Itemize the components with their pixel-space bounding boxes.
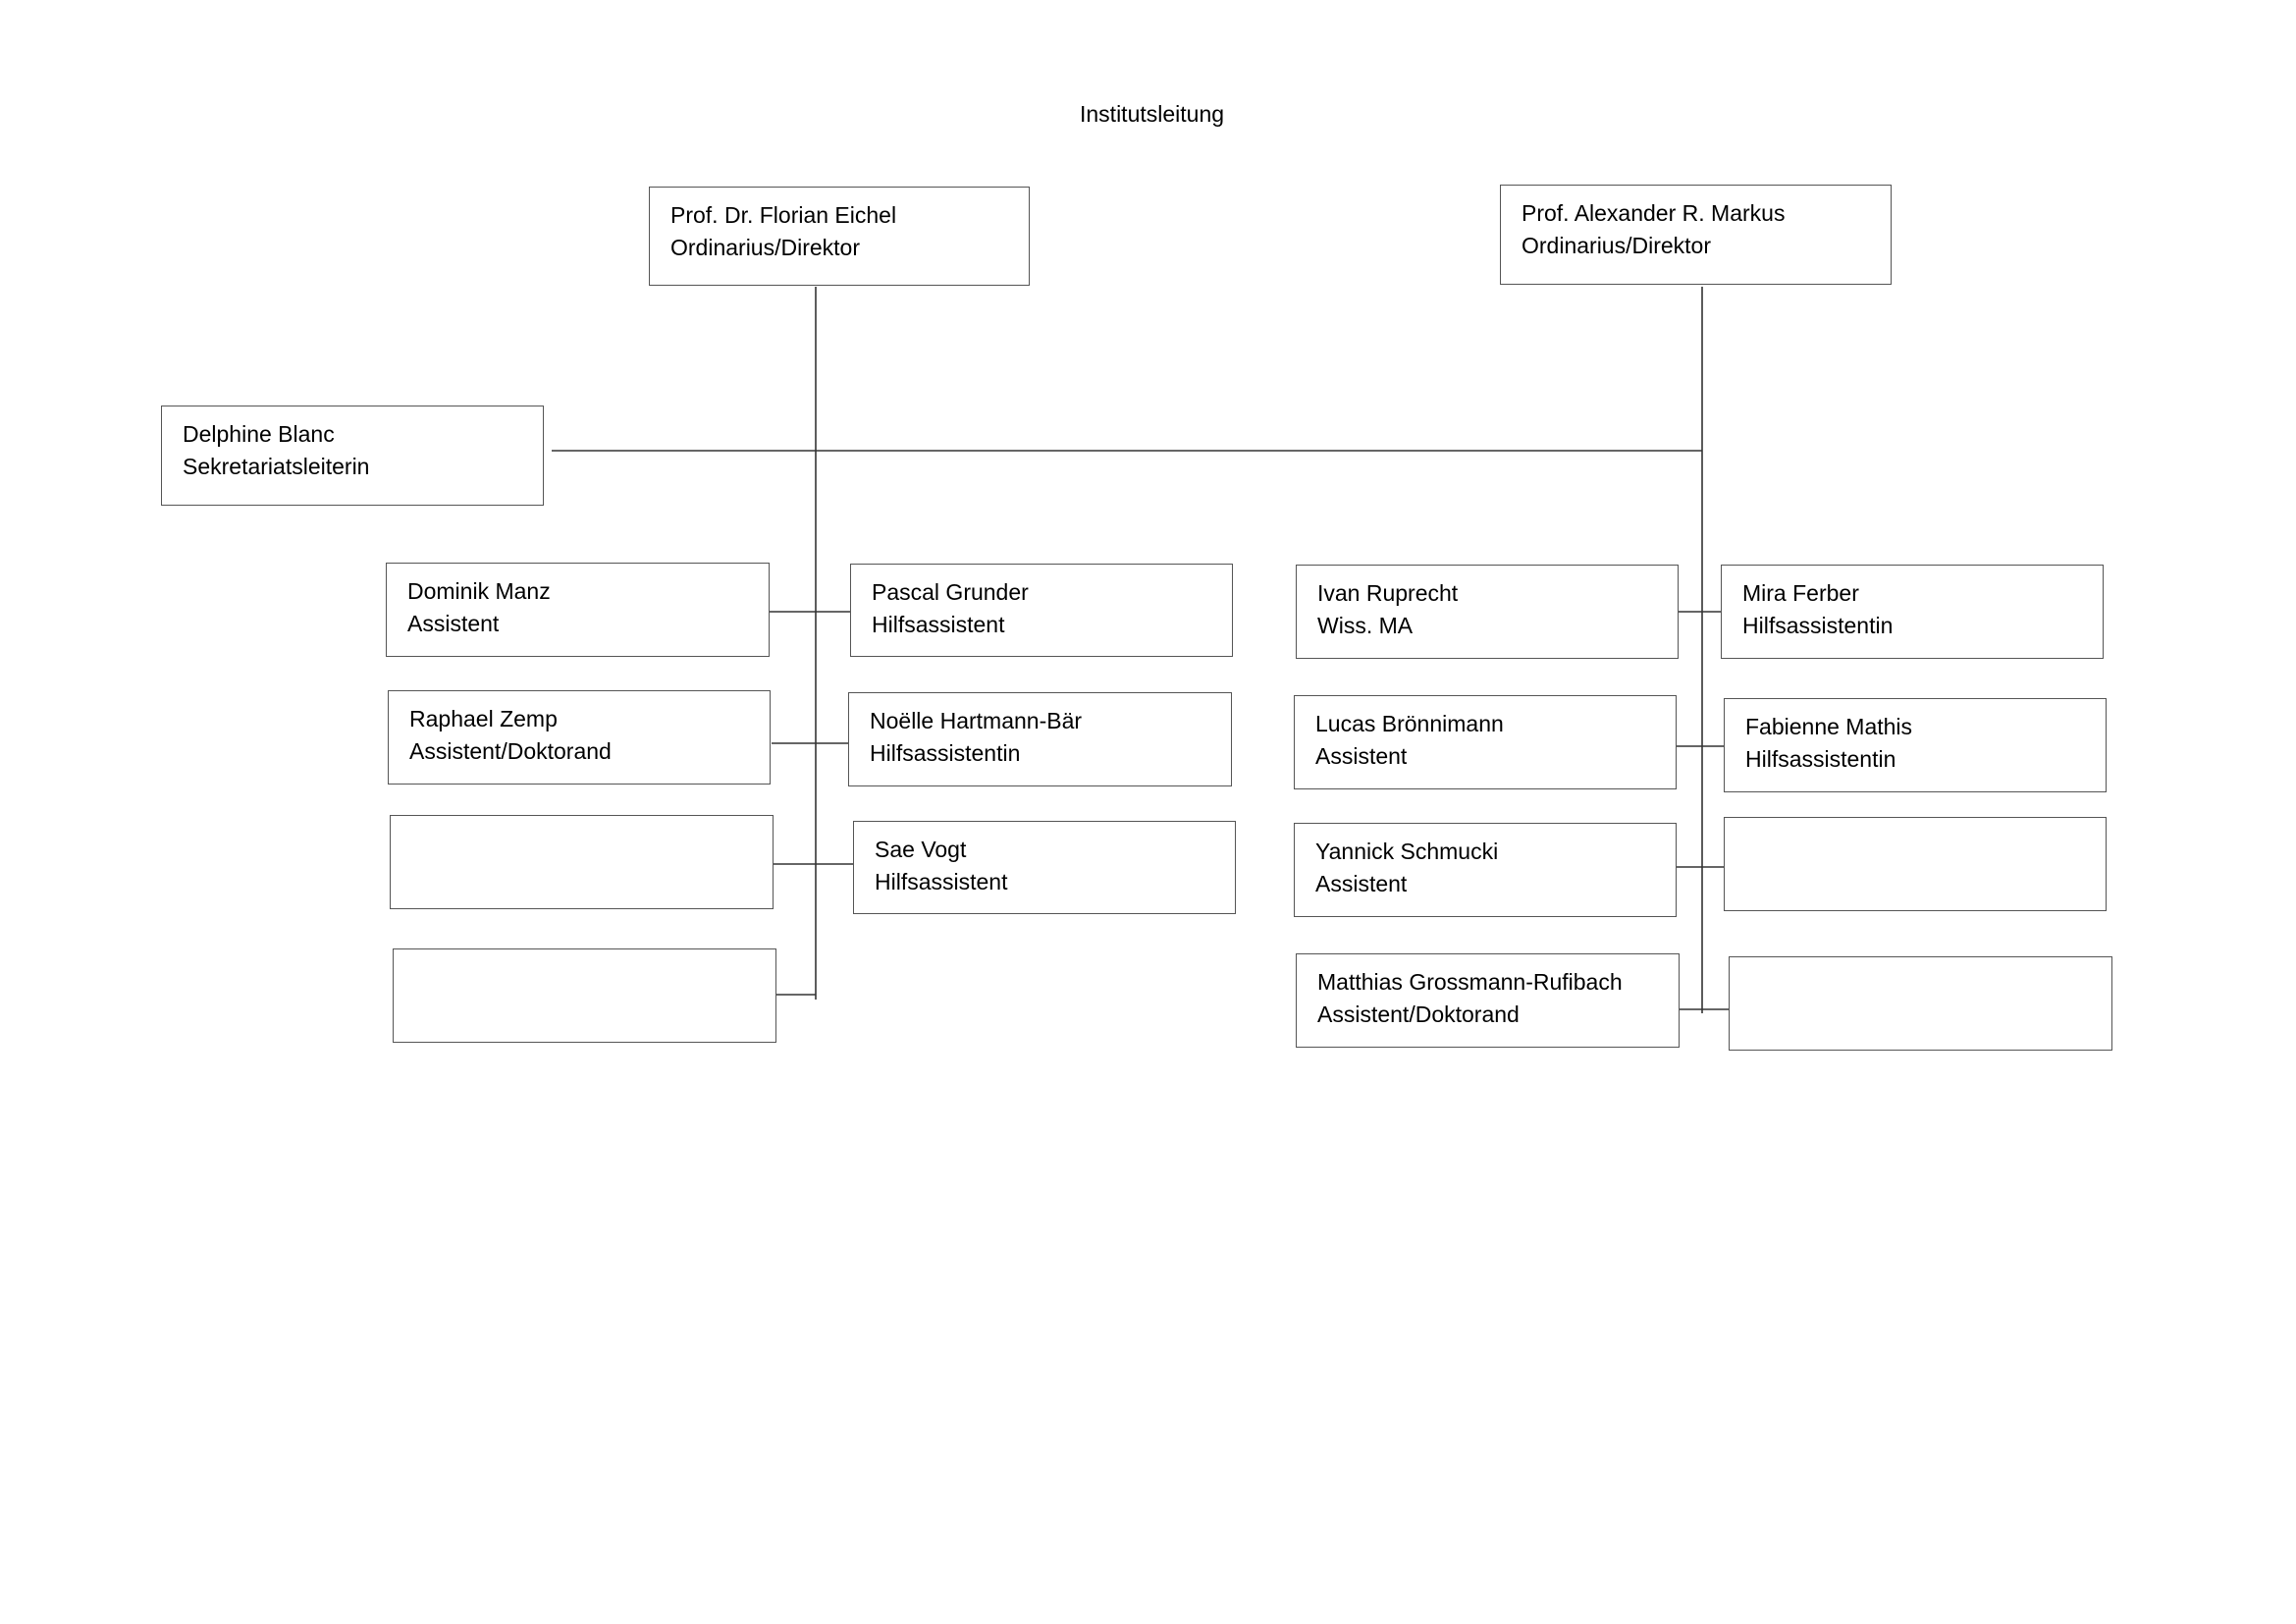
person-name: Dominik Manz (407, 578, 551, 604)
right-helper-box[interactable]: Fabienne Mathis Hilfsassistentin (1724, 698, 2107, 792)
left-assistant-box[interactable]: Dominik Manz Assistent (386, 563, 770, 657)
person-role: Assistent (1315, 743, 1408, 769)
right-assistant-box[interactable]: Lucas Brönnimann Assistent (1294, 695, 1677, 789)
person-name: Prof. Dr. Florian Eichel (670, 202, 897, 228)
person-role: Hilfsassistentin (1742, 613, 1894, 638)
right-assistant-box[interactable]: Ivan Ruprecht Wiss. MA (1296, 565, 1679, 659)
person-name: Yannick Schmucki (1315, 839, 1499, 864)
person-name: Fabienne Mathis (1745, 714, 1913, 739)
person-role: Hilfsassistentin (870, 740, 1021, 766)
person-name: Mira Ferber (1742, 580, 1859, 606)
right-helper-box[interactable]: Mira Ferber Hilfsassistentin (1721, 565, 2104, 659)
person-role: Ordinarius/Direktor (1522, 233, 1711, 258)
person-role: Assistent (407, 611, 500, 636)
person-role: Hilfsassistentin (1745, 746, 1896, 772)
person-name: Delphine Blanc (183, 421, 335, 447)
left-assistant-box-empty[interactable] (393, 948, 776, 1043)
person-role: Assistent/Doktorand (1317, 1001, 1520, 1027)
person-role: Ordinarius/Direktor (670, 235, 860, 260)
right-helper-box-empty[interactable] (1729, 956, 2112, 1051)
right-assistant-box[interactable]: Yannick Schmucki Assistent (1294, 823, 1677, 917)
left-assistant-box-empty[interactable] (390, 815, 774, 909)
person-name: Raphael Zemp (409, 706, 558, 731)
person-name: Pascal Grunder (872, 579, 1029, 605)
person-role: Sekretariatsleiterin (183, 454, 370, 479)
person-name: Matthias Grossmann-Rufibach (1317, 969, 1623, 995)
person-role: Assistent/Doktorand (409, 738, 612, 764)
person-role: Hilfsassistent (872, 612, 1005, 637)
person-name: Prof. Alexander R. Markus (1522, 200, 1786, 226)
director-box-markus[interactable]: Prof. Alexander R. Markus Ordinarius/Dir… (1500, 185, 1892, 285)
person-name: Ivan Ruprecht (1317, 580, 1459, 606)
left-helper-box[interactable]: Sae Vogt Hilfsassistent (853, 821, 1236, 914)
right-helper-box-empty[interactable] (1724, 817, 2107, 911)
secretariat-box[interactable]: Delphine Blanc Sekretariatsleiterin (161, 406, 544, 506)
person-name: Lucas Brönnimann (1315, 711, 1504, 736)
person-role: Wiss. MA (1317, 613, 1414, 638)
person-name: Noëlle Hartmann-Bär (870, 708, 1083, 733)
person-role: Hilfsassistent (875, 869, 1008, 894)
left-helper-box[interactable]: Noëlle Hartmann-Bär Hilfsassistentin (848, 692, 1232, 786)
org-chart-title: Institutsleitung (1080, 101, 1225, 127)
person-role: Assistent (1315, 871, 1408, 896)
director-box-eichel[interactable]: Prof. Dr. Florian Eichel Ordinarius/Dire… (649, 187, 1030, 286)
left-assistant-box[interactable]: Raphael Zemp Assistent/Doktorand (388, 690, 771, 785)
left-helper-box[interactable]: Pascal Grunder Hilfsassistent (850, 564, 1233, 657)
person-name: Sae Vogt (875, 837, 967, 862)
right-assistant-box[interactable]: Matthias Grossmann-Rufibach Assistent/Do… (1296, 953, 1680, 1048)
